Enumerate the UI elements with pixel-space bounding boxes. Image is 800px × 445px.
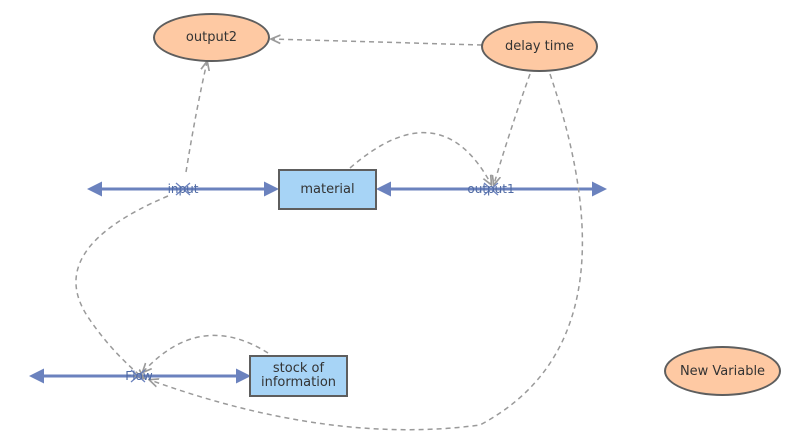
link-input-to-flow[interactable] [75, 195, 169, 378]
stock-material-label: material [300, 181, 355, 197]
variable-delay-time[interactable]: delay time [481, 21, 598, 72]
link-input-to-output2[interactable] [185, 62, 207, 173]
variable-new-variable[interactable]: New Variable [664, 346, 781, 396]
link-stock-info-to-flow[interactable] [143, 334, 269, 372]
link-material-to-output1[interactable] [349, 131, 491, 184]
variable-output2[interactable]: output2 [153, 13, 270, 62]
flow-output1-label: output1 [467, 182, 515, 196]
flow-flow-label: Flow [125, 369, 153, 383]
stock-stock-of-information-label: stock of information [260, 361, 337, 390]
link-delay-to-flow[interactable] [150, 73, 584, 431]
stock-material[interactable]: material [278, 169, 377, 210]
valve-flow-icon[interactable] [130, 369, 146, 383]
valve-output1-icon[interactable] [483, 182, 499, 196]
valve-input-icon[interactable] [175, 182, 191, 196]
link-delay-to-output1[interactable] [494, 73, 531, 184]
variable-new-variable-label: New Variable [679, 363, 766, 379]
variable-output2-label: output2 [185, 30, 238, 45]
variable-delay-time-label: delay time [504, 39, 575, 54]
link-delay-to-output2[interactable] [272, 39, 483, 46]
stock-stock-of-information[interactable]: stock of information [249, 355, 348, 397]
flow-input-label: input [167, 182, 199, 196]
